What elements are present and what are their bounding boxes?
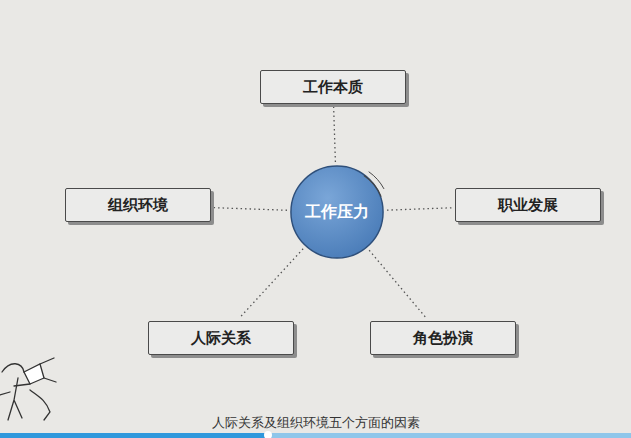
node-label: 组织环境 (108, 196, 168, 215)
dotted-connector (214, 208, 287, 211)
dotted-connector (334, 107, 336, 162)
dotted-connector (239, 249, 303, 318)
center-circle: 工作压力 (289, 164, 385, 260)
dotted-connector (387, 208, 452, 210)
factor-box: 工作本质 (260, 70, 406, 104)
node-label: 角色扮演 (413, 329, 473, 348)
node-label: 职业发展 (498, 196, 558, 215)
dotted-connector (369, 250, 426, 318)
factor-box: 职业发展 (455, 188, 601, 222)
progress-fill (0, 433, 268, 438)
stick-figure (0, 358, 56, 420)
node-label: 工作本质 (303, 78, 363, 97)
factor-box: 角色扮演 (370, 321, 516, 355)
progress-bar (0, 433, 631, 438)
factor-box: 人际关系 (148, 321, 294, 355)
subtitle-caption: 人际关系及组织环境五个方面的因素 (0, 414, 631, 432)
progress-knob (264, 431, 272, 438)
node-label: 人际关系 (191, 329, 251, 348)
node-label: 工作压力 (305, 202, 369, 223)
factor-box: 组织环境 (65, 188, 211, 222)
